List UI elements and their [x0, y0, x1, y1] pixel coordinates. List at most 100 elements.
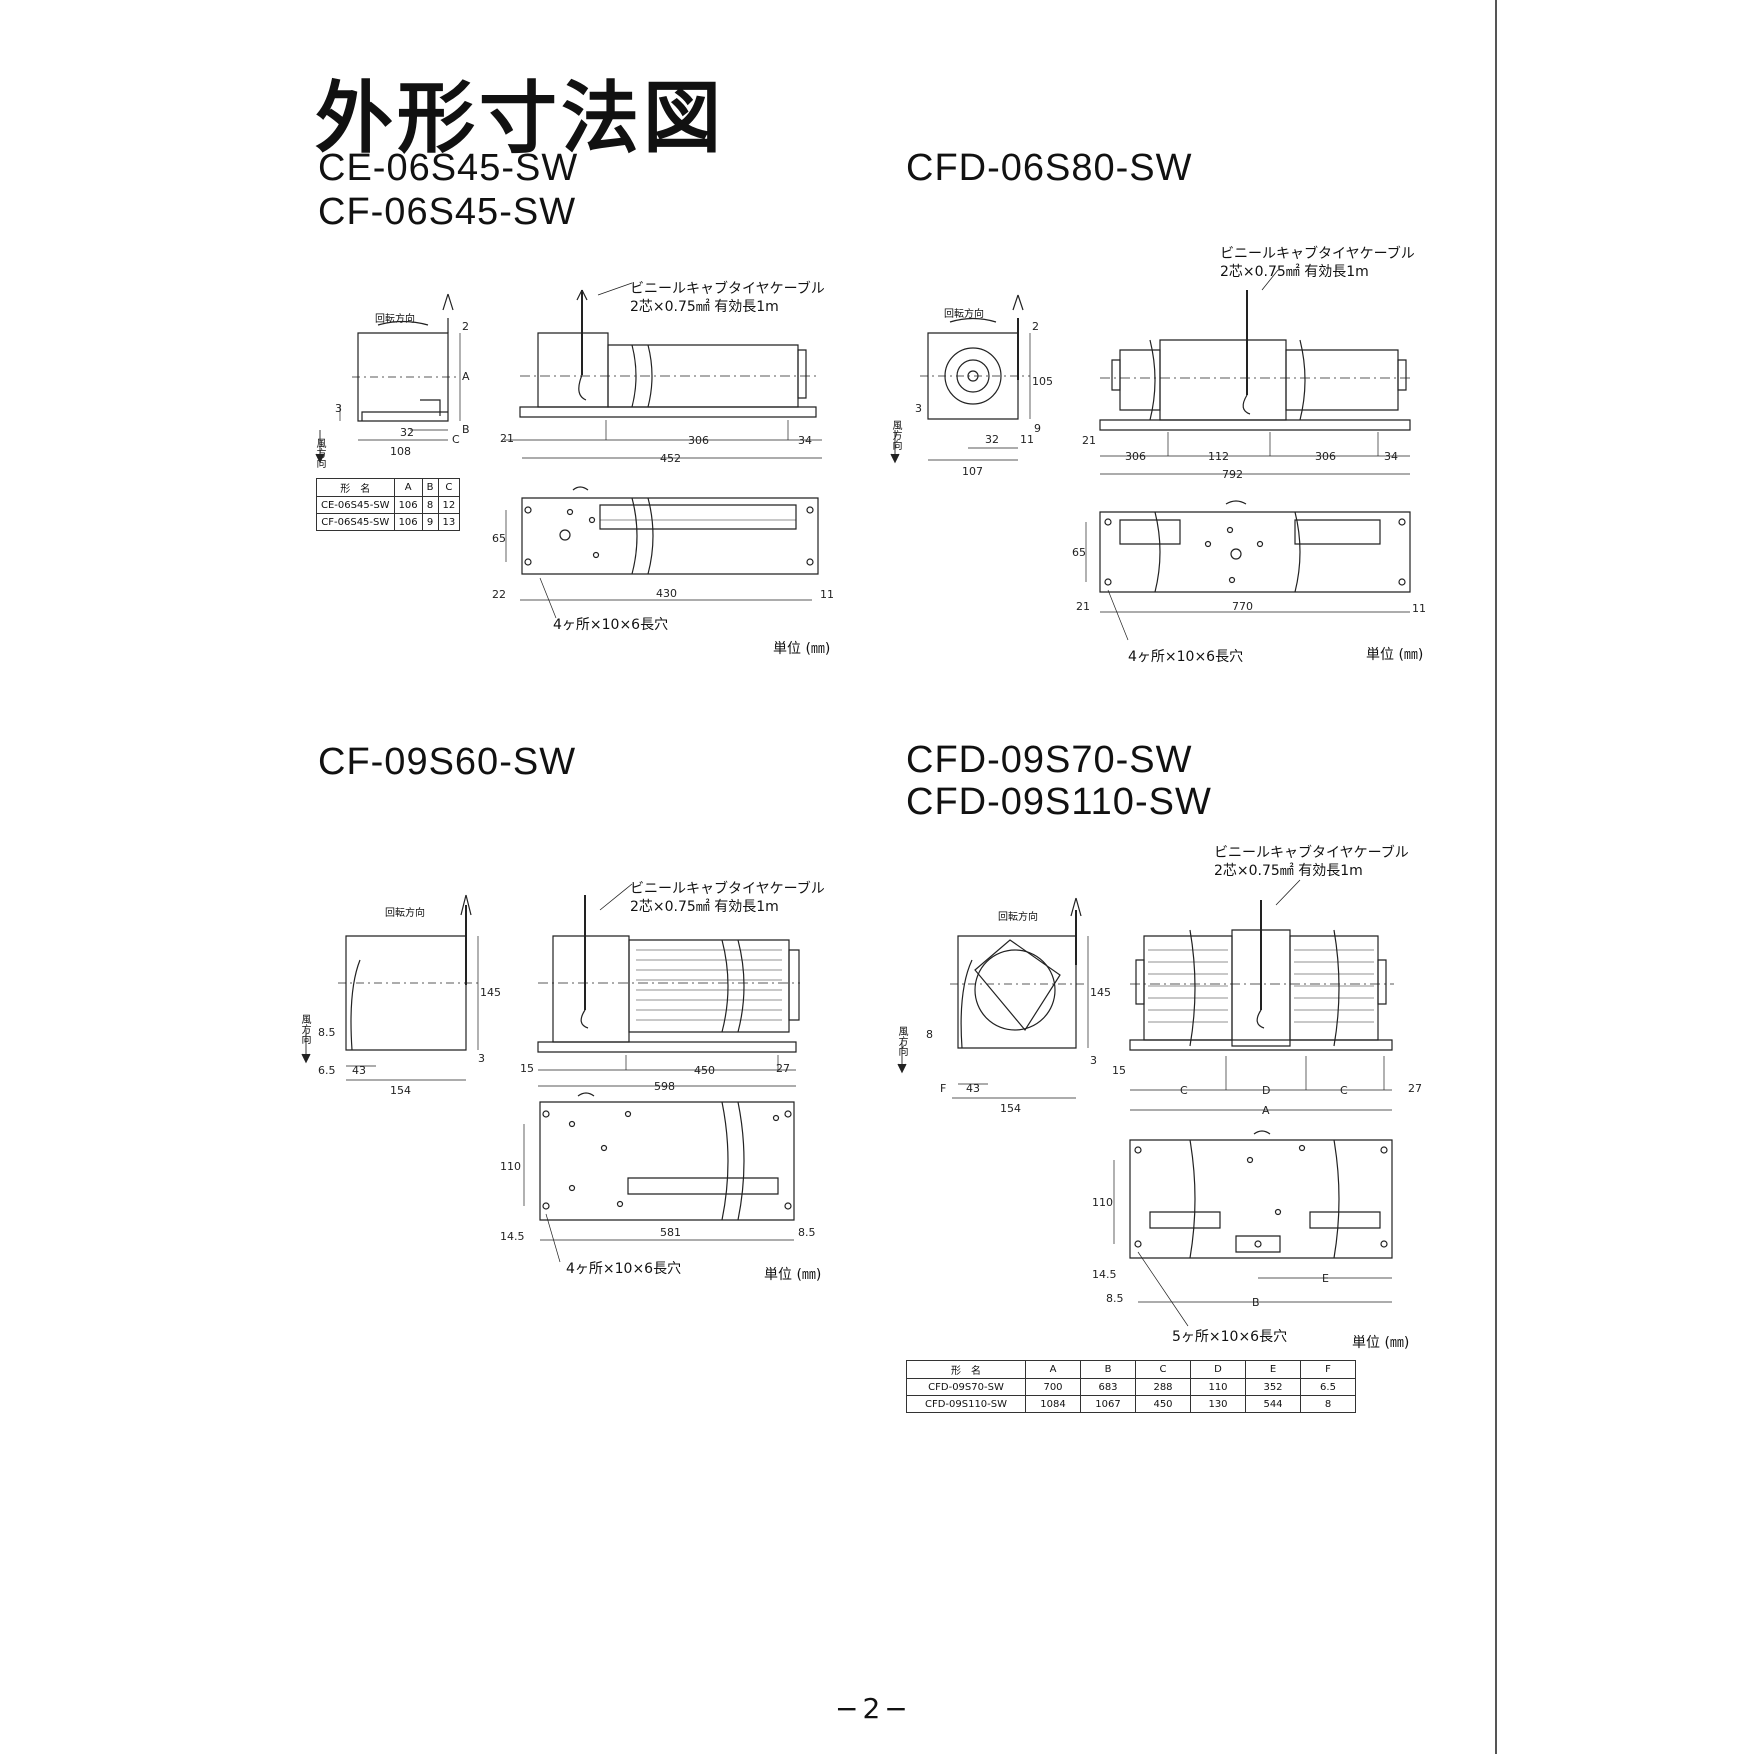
- dim-label: 452: [660, 452, 681, 465]
- slot-note: 4ヶ所×10×6長穴: [1128, 649, 1244, 665]
- dim-label: 8: [926, 1028, 933, 1041]
- dim-label: 32: [400, 426, 414, 439]
- dim-label: 2: [462, 320, 469, 333]
- dim-label: F: [940, 1082, 946, 1095]
- dim-label: 306: [688, 434, 709, 447]
- table-cell: 130: [1190, 1395, 1246, 1413]
- dim-label: C: [1340, 1084, 1348, 1097]
- table-row: CFD-09S110-SW 1084 1067 450 130 544 8: [906, 1395, 1356, 1413]
- dim-label: 27: [1408, 1082, 1422, 1095]
- table-cell: 1067: [1080, 1395, 1136, 1413]
- dim-label: 792: [1222, 468, 1243, 481]
- airflow-label: 風方向: [314, 438, 325, 468]
- dim-label: A: [1262, 1104, 1270, 1117]
- dim-label: 430: [656, 587, 677, 600]
- slot-note: 4ヶ所×10×6長穴: [553, 617, 669, 633]
- cable-note: 2芯×0.75㎟ 有効長1m: [1220, 264, 1369, 280]
- dim-label: 21: [1076, 600, 1090, 613]
- dim-label: 11: [1412, 602, 1426, 615]
- dim-label: 110: [500, 1160, 521, 1173]
- dim-label: 145: [480, 986, 501, 999]
- dim-label: 65: [492, 532, 506, 545]
- dim-label: 145: [1090, 986, 1111, 999]
- table-row: CE-06S45-SW 106 8 12: [316, 496, 461, 514]
- airflow-label: 風方向: [299, 1014, 310, 1044]
- dim-label: 22: [492, 588, 506, 601]
- dim-label: 154: [1000, 1102, 1021, 1115]
- dim-label: 15: [1112, 1064, 1126, 1077]
- dim-label: 32: [985, 433, 999, 446]
- rotation-label: 回転方向: [998, 912, 1038, 923]
- dim-label: E: [1322, 1272, 1329, 1285]
- cable-note: ビニールキャブタイヤケーブル: [1220, 246, 1415, 262]
- table-header: B: [421, 478, 439, 497]
- dim-label: 3: [335, 402, 342, 415]
- model-name: CF-09S60-SW: [318, 741, 577, 783]
- dim-label: 450: [694, 1064, 715, 1077]
- dim-label: 598: [654, 1080, 675, 1093]
- dim-label: 6.5: [318, 1064, 336, 1077]
- table-header: A: [393, 478, 423, 497]
- dim-label: 112: [1208, 450, 1229, 463]
- table-cell: 6.5: [1300, 1378, 1356, 1396]
- dim-label: 581: [660, 1226, 681, 1239]
- dim-label: B: [1252, 1296, 1260, 1309]
- dim-label: A: [462, 370, 470, 383]
- dimension-labels: 32 108 A B C 2 3 21 306 34 452 65 430 22…: [335, 320, 834, 601]
- dim-label: 14.5: [1092, 1268, 1117, 1281]
- dim-label: 3: [478, 1052, 485, 1065]
- dim-label: 2: [1032, 320, 1039, 333]
- unit-label: 単位 (㎜): [1366, 647, 1424, 663]
- dim-label: 306: [1125, 450, 1146, 463]
- table-header: C: [1135, 1360, 1191, 1379]
- spec-table-2: 形 名 A B C D E F CFD-09S70-SW 700 683 288…: [906, 1360, 1356, 1413]
- airflow-label: 風方向: [896, 1026, 907, 1056]
- table-header: D: [1190, 1360, 1246, 1379]
- dim-label: C: [1180, 1084, 1188, 1097]
- table-cell: 700: [1025, 1378, 1081, 1396]
- dim-label: 3: [1090, 1054, 1097, 1067]
- dim-label: 105: [1032, 375, 1053, 388]
- dim-label: 3: [915, 402, 922, 415]
- table-cell: 110: [1190, 1378, 1246, 1396]
- dim-label: 14.5: [500, 1230, 525, 1243]
- table-header: A: [1025, 1360, 1081, 1379]
- dim-label: 43: [966, 1082, 980, 1095]
- dim-label: D: [1262, 1084, 1270, 1097]
- dimension-labels: 32 11 107 105 2 3 9 21 306 112 306 34 79…: [915, 320, 1426, 615]
- table-cell: 683: [1080, 1378, 1136, 1396]
- dim-label: 27: [776, 1062, 790, 1075]
- dim-label: 43: [352, 1064, 366, 1077]
- page-title: 外形寸法図: [315, 74, 726, 164]
- table-header: F: [1300, 1360, 1356, 1379]
- table-cell: 1084: [1025, 1395, 1081, 1413]
- unit-label: 単位 (㎜): [1352, 1335, 1410, 1351]
- table-cell: 106: [393, 513, 423, 531]
- model-name: CFD-06S80-SW: [906, 147, 1193, 189]
- dim-label: 34: [798, 434, 812, 447]
- table-header: 形 名: [906, 1360, 1026, 1379]
- cable-note: 2芯×0.75㎟ 有効長1m: [630, 299, 779, 315]
- table-cell: 13: [437, 513, 461, 531]
- dim-label: 107: [962, 465, 983, 478]
- airflow-label: 風方向: [890, 420, 901, 450]
- page-number: −2−: [835, 1692, 912, 1725]
- dim-label: 8.5: [1106, 1292, 1124, 1305]
- table-header: E: [1245, 1360, 1301, 1379]
- margin-line: [1495, 0, 1497, 1754]
- dim-label: 11: [1020, 433, 1034, 446]
- dim-label: 9: [1034, 422, 1041, 435]
- table-cell: 352: [1245, 1378, 1301, 1396]
- unit-label: 単位 (㎜): [764, 1267, 822, 1283]
- table-cell: 8: [1300, 1395, 1356, 1413]
- unit-label: 単位 (㎜): [773, 641, 831, 657]
- dim-label: 108: [390, 445, 411, 458]
- model-name: CE-06S45-SW: [318, 147, 579, 189]
- dim-label: 8.5: [798, 1226, 816, 1239]
- rotation-label: 回転方向: [944, 309, 984, 320]
- cable-note: ビニールキャブタイヤケーブル: [1214, 845, 1409, 861]
- cable-note: ビニールキャブタイヤケーブル: [630, 281, 825, 297]
